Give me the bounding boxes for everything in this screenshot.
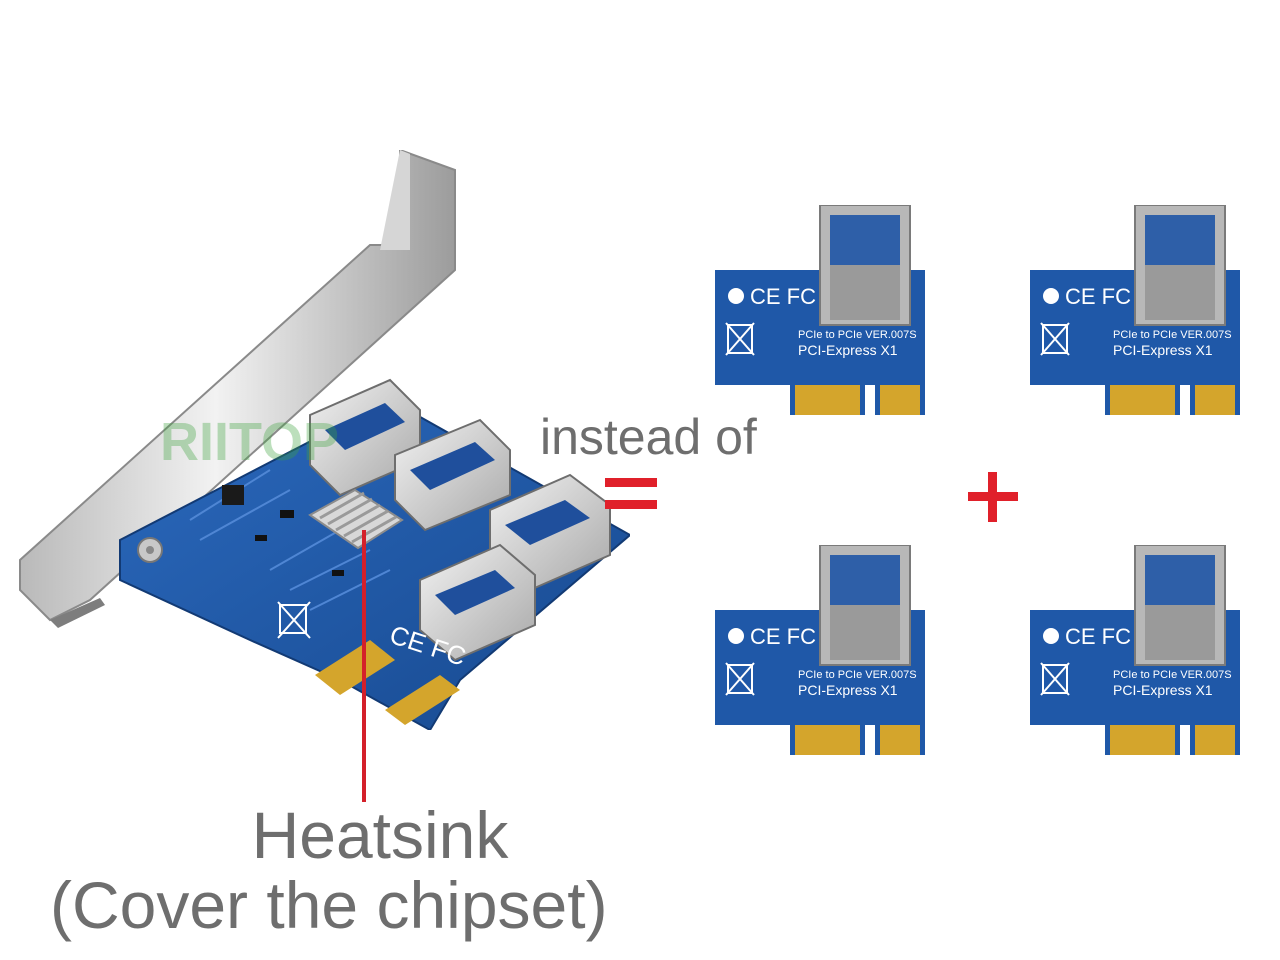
riser-line2: PCI-Express X1 — [1113, 682, 1213, 698]
riser-cert-marks: CE FC — [1065, 624, 1131, 649]
riser-cert-marks: CE FC — [750, 624, 816, 649]
riser-line1: PCIe to PCIe VER.007S — [1113, 669, 1232, 681]
riser-cert-marks: CE FC — [750, 284, 816, 309]
plus-sign — [968, 472, 1018, 522]
riser-dot-icon — [1043, 288, 1059, 304]
riser-line2: PCI-Express X1 — [1113, 342, 1213, 358]
riser-board-3: CE FC PCIe to PCIe VER.007S PCI-Express … — [715, 545, 925, 755]
heatsink-note: (Cover the chipset) — [50, 868, 608, 942]
heatsink-label: Heatsink — [251, 798, 509, 872]
heatsink-pointer-line — [362, 530, 366, 802]
card-watermark: RIITOP — [160, 412, 339, 472]
riser-line2: PCI-Express X1 — [798, 342, 898, 358]
riser-cert-marks: CE FC — [1065, 284, 1131, 309]
riser-board-2: CE FC PCIe to PCIe VER.007S PCI-Express … — [1030, 205, 1240, 415]
instead-of-label: instead of — [540, 409, 757, 465]
riser-line2: PCI-Express X1 — [798, 682, 898, 698]
riser-dot-icon — [1043, 628, 1059, 644]
usb-port-4 — [419, 543, 536, 662]
usb-port-2 — [394, 418, 511, 532]
heatsink — [308, 488, 404, 550]
riser-dot-icon — [728, 628, 744, 644]
riser-dot-icon — [728, 288, 744, 304]
riser-line1: PCIe to PCIe VER.007S — [798, 669, 917, 681]
metal-bracket — [19, 150, 456, 628]
weee-bin-icon — [277, 601, 311, 639]
gold-edge-connector — [315, 640, 460, 725]
pcie-expansion-card: CE FC RIITOP — [19, 150, 630, 730]
riser-line1: PCIe to PCIe VER.007S — [798, 329, 917, 341]
riser-board-4: CE FC PCIe to PCIe VER.007S PCI-Express … — [1030, 545, 1240, 755]
riser-line1: PCIe to PCIe VER.007S — [1113, 329, 1232, 341]
riser-board-1: CE FC PCIe to PCIe VER.007S PCI-Express … — [715, 205, 925, 415]
equals-sign — [605, 478, 657, 512]
